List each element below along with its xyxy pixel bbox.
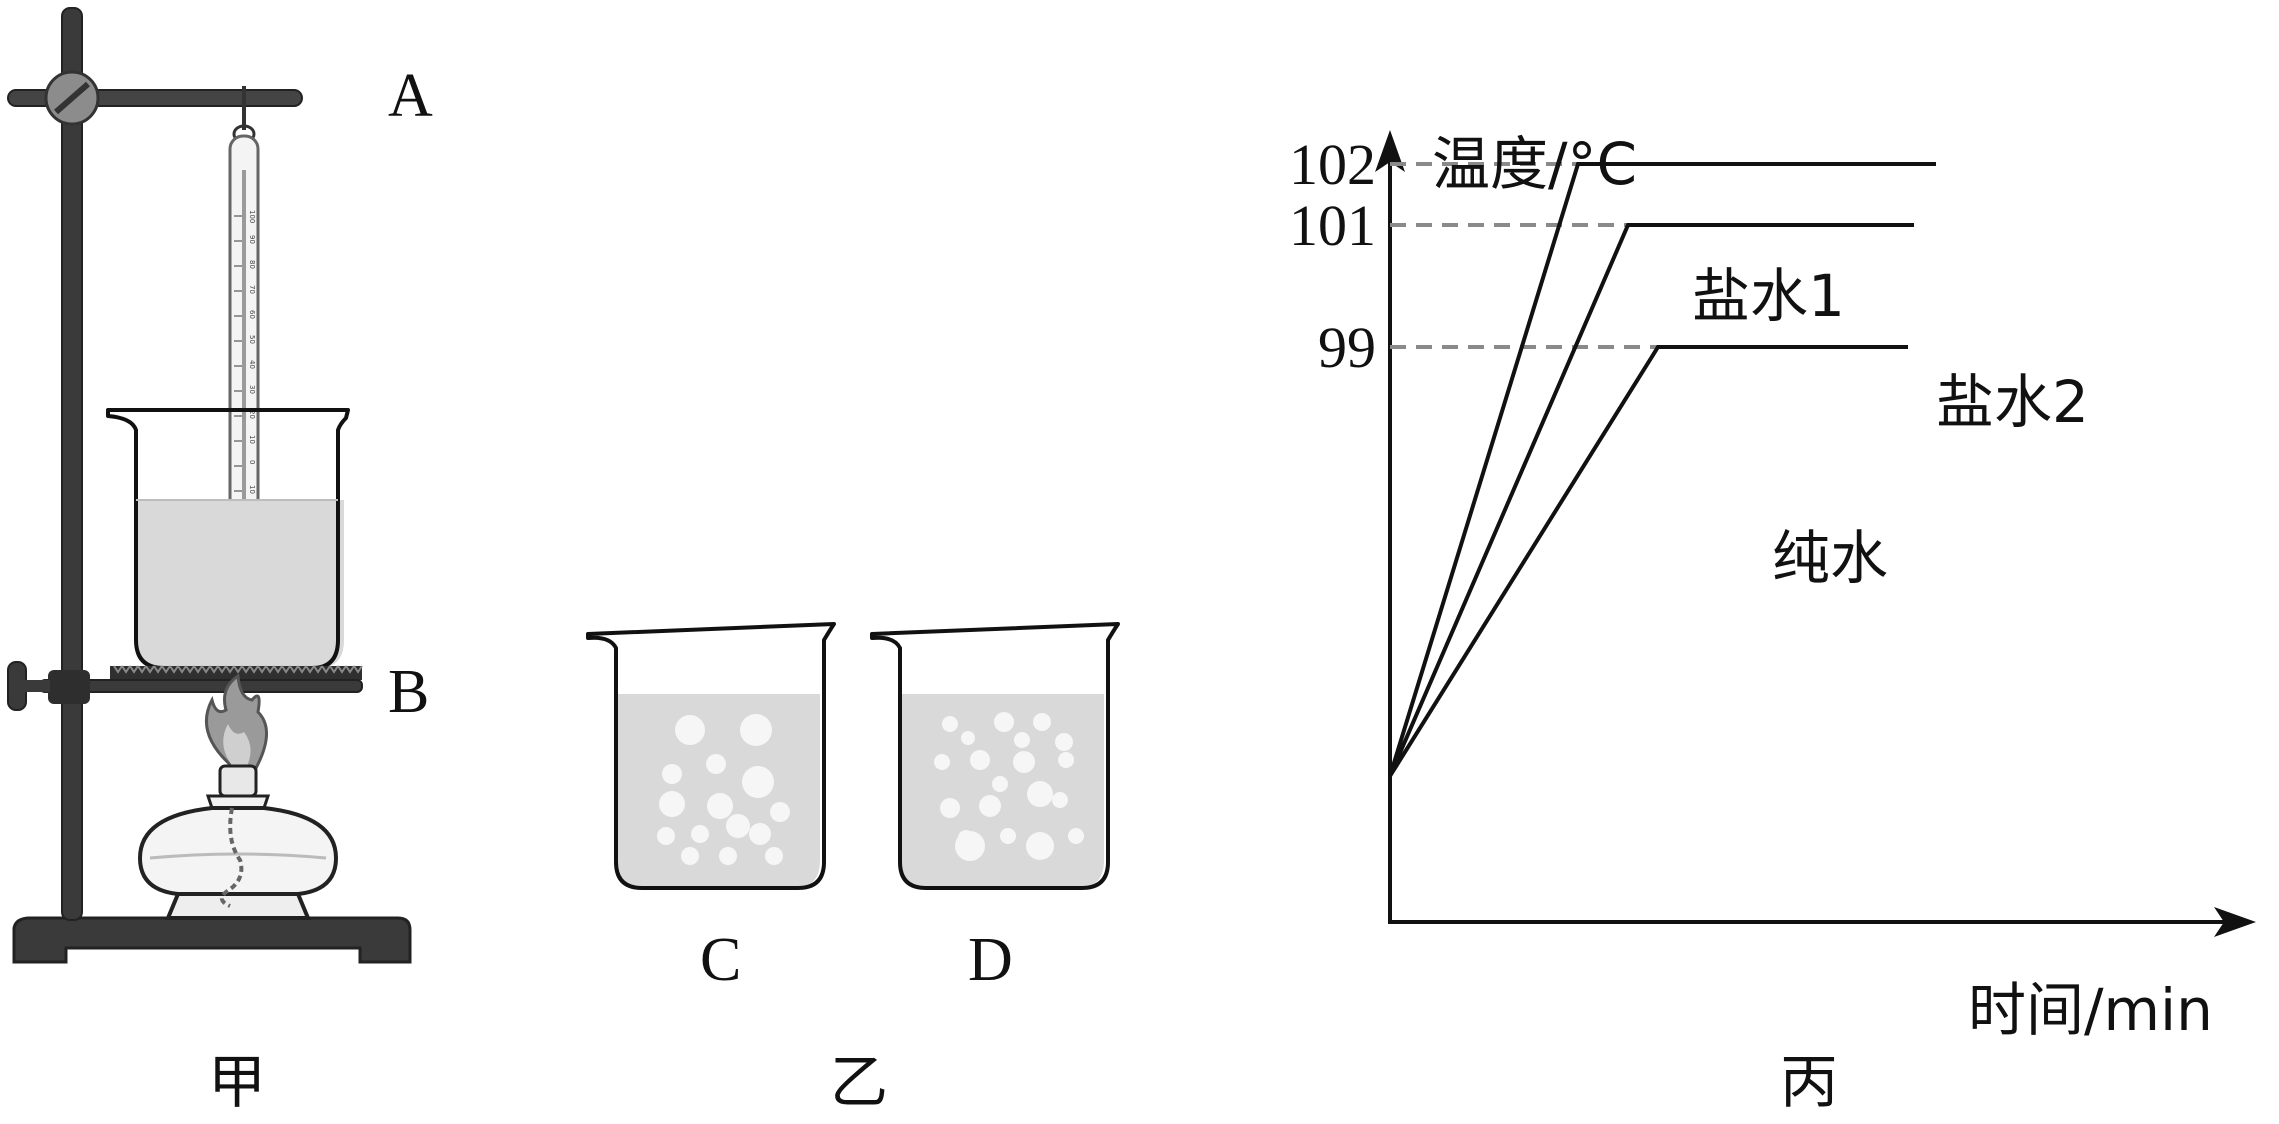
thermometer-scale-label: 100 [248,210,256,223]
y-axis-arrow [1375,130,1405,172]
label-b: B [388,658,429,726]
series-line-2 [1388,223,1914,777]
series-line-3 [1388,345,1908,778]
bubble [994,712,1014,732]
bubble [940,798,960,818]
wire-gauze [110,665,363,680]
bubble [1027,781,1053,807]
bubble [740,714,772,746]
thermometer-scale-label: 0 [248,460,256,464]
bubble [1052,792,1068,808]
panel-yi: C D 乙 [586,622,1120,1116]
ring-clamp [48,670,90,704]
thermometer-scale-label: 10 [248,485,256,494]
bubble [955,831,985,861]
bubble [675,715,705,745]
bubble [1000,828,1016,844]
y-tick-label-99: 99 [1318,315,1376,380]
bubble [1068,828,1084,844]
thermometer-scale-label: 50 [248,335,256,344]
bubble [961,731,975,745]
stand-base [12,916,412,964]
beaker-d [870,622,1120,890]
series-line-1 [1388,162,1936,777]
thermometer-scale-label: 90 [248,235,256,244]
bubble [662,764,682,784]
bubble [970,750,990,770]
beaker-c [586,622,836,890]
bubble [1013,751,1035,773]
bubble [749,823,771,845]
bubble [659,791,685,817]
y-tick-label-102: 102 [1289,132,1376,197]
series-label-1: 盐水1 [1692,262,1845,330]
thermometer-scale-label: 10 [248,435,256,444]
bubble [942,716,958,732]
bubble [707,793,733,819]
thermometer-scale-label: 60 [248,310,256,319]
bubble [726,814,750,838]
bubble [992,776,1008,792]
caption-jia: 甲 [208,1048,266,1116]
y-tick-label-101: 101 [1289,193,1376,258]
bubble [1055,733,1073,751]
x-axis-arrow [2214,907,2256,937]
bubble [770,802,790,822]
bubble [681,847,699,865]
bubble [657,827,675,845]
thermometer-scale-label: 30 [248,385,256,394]
thermometer-scale-label: 40 [248,360,256,369]
bubble [691,825,709,843]
beaker-heated [106,408,350,670]
thermometer-scale-label: 70 [248,285,256,294]
bubble [719,847,737,865]
stand-rod [61,7,83,921]
bubble [1014,732,1030,748]
flame [204,673,268,770]
caption-bing: 丙 [1780,1048,1838,1116]
label-a: A [388,62,433,130]
alcohol-lamp [137,764,339,920]
y-axis-label: 温度/°C [1432,130,1637,198]
series-label-2: 盐水2 [1936,368,2089,436]
bubble [706,754,726,774]
thermometer-scale-label: 20 [248,410,256,419]
x-axis-label: 时间/min [1968,976,2213,1044]
thermometer-scale-label: 80 [248,260,256,269]
bubble [979,795,1001,817]
label-c: C [700,926,741,994]
bubble [1033,713,1051,731]
bubble [1058,752,1074,768]
series-label-3: 纯水 [1772,524,1888,592]
bubble [1026,832,1054,860]
bubble [934,754,950,770]
bubble [742,766,774,798]
label-d: D [968,926,1013,994]
bubble [765,847,783,865]
panel-jia: 1009080706050403020100102030 [7,7,433,1116]
caption-yi: 乙 [830,1048,888,1116]
